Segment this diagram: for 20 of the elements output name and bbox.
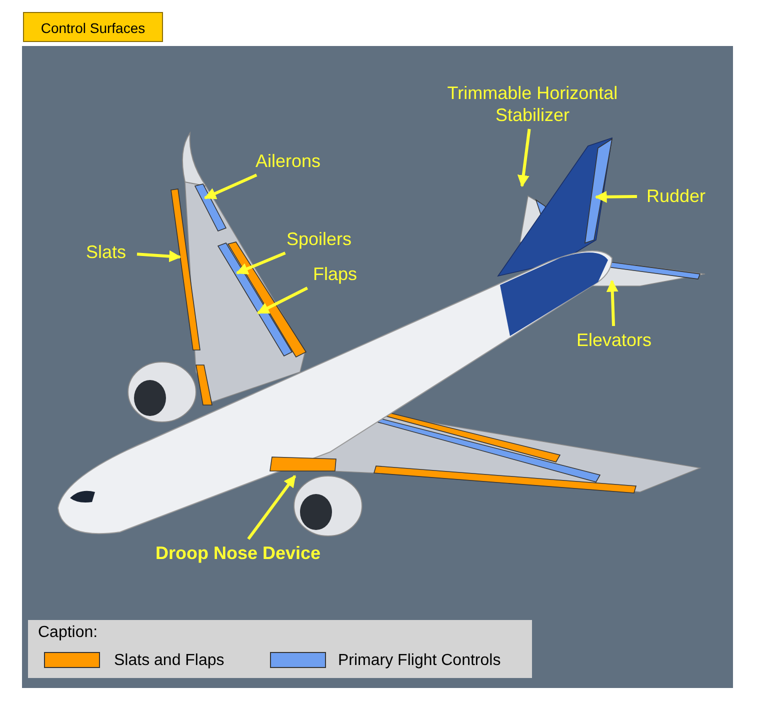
part-label: Droop Nose Device: [155, 542, 321, 564]
leader-arrow: [594, 190, 638, 203]
part-label: Flaps: [312, 263, 357, 285]
part-label: Spoilers: [286, 228, 352, 250]
part-label: Ailerons: [255, 150, 321, 172]
legend-label: Primary Flight Controls: [338, 652, 501, 670]
part-label: Trimmable Horizontal Stabilizer: [446, 82, 619, 126]
part-label: Slats: [86, 241, 126, 263]
legend-heading: Caption:: [38, 624, 98, 642]
leader-arrow: [606, 280, 618, 326]
leader-arrow: [204, 174, 258, 200]
part-label: Rudder: [646, 185, 706, 207]
part-label: Elevators: [576, 329, 652, 351]
leader-arrow: [256, 286, 308, 314]
legend-label: Slats and Flaps: [114, 652, 224, 670]
leader-arrow: [136, 250, 182, 262]
leader-arrow: [247, 475, 296, 540]
title-box: Control Surfaces: [23, 12, 163, 42]
leader-arrow: [236, 252, 286, 274]
leader-arrow: [517, 128, 531, 188]
